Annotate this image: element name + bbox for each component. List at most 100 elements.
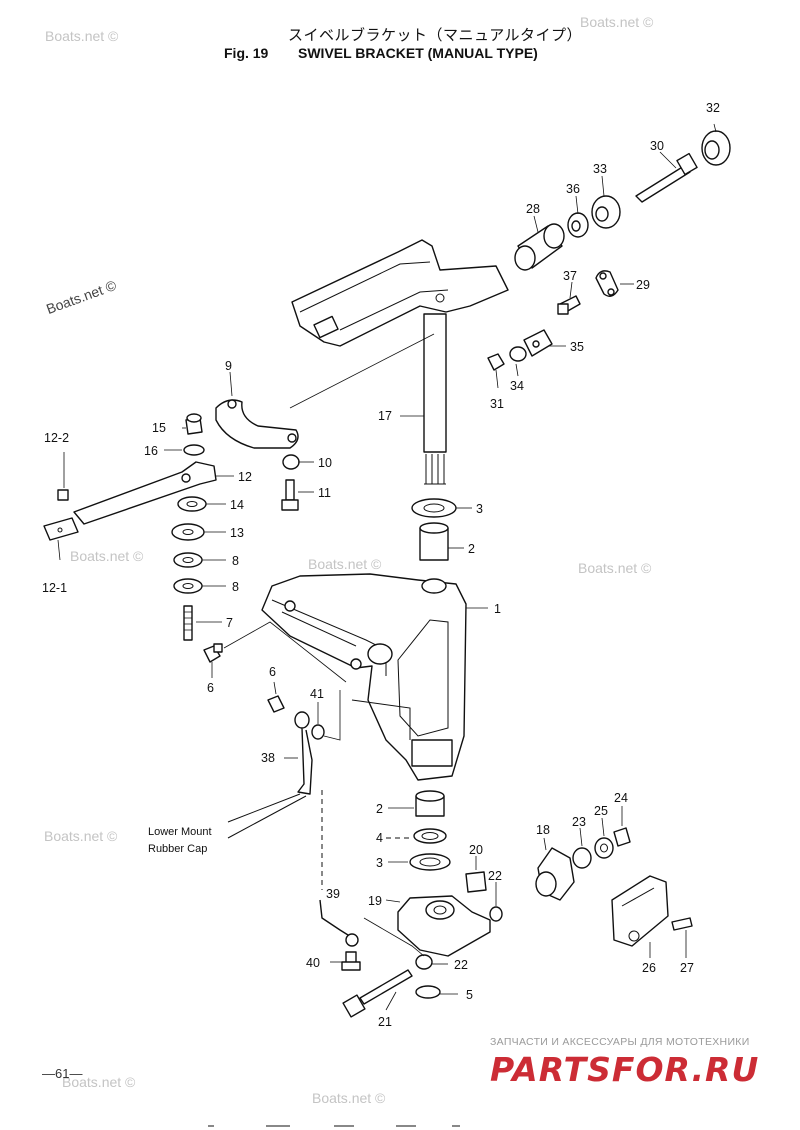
callout-35: 35	[570, 340, 584, 354]
watermark: Boats.net ©	[70, 548, 144, 564]
part-6-nipple-a	[203, 643, 223, 663]
part-19-bracket	[397, 895, 491, 957]
part-2-bushing-upper	[419, 522, 449, 561]
footer-tagline: ЗАПЧАСТИ И АКСЕССУАРЫ ДЛЯ МОТОТЕХНИКИ	[490, 1036, 750, 1048]
callout-41: 41	[310, 687, 324, 701]
part-13-plate	[171, 523, 205, 541]
callout-2-lower: 2	[376, 802, 383, 816]
callout-13: 13	[230, 526, 244, 540]
callout-7: 7	[226, 616, 233, 630]
watermark: Boats.net ©	[578, 560, 652, 576]
part-31-nut	[487, 353, 505, 371]
part-4-washer	[413, 828, 447, 844]
part-7-stud	[183, 605, 193, 641]
part-28-bushing	[514, 223, 565, 271]
part-12-1-pad	[43, 517, 79, 541]
watermark: Boats.net ©	[308, 556, 382, 572]
callout-10: 10	[318, 456, 332, 470]
watermark: Boats.net ©	[580, 14, 654, 30]
callout-20: 20	[469, 843, 483, 857]
watermark: Boats.net ©	[44, 828, 118, 844]
part-3-washer-upper	[411, 498, 457, 518]
callout-3-lower: 3	[376, 856, 383, 870]
callout-28: 28	[526, 202, 540, 216]
part-33-nut	[591, 195, 621, 229]
callout-6-a: 6	[207, 681, 214, 695]
callout-5: 5	[466, 988, 473, 1002]
part-14-washer	[177, 496, 207, 512]
callout-15: 15	[152, 421, 166, 435]
part-40-bolt	[341, 951, 361, 971]
callout-8-lower: 8	[232, 580, 239, 594]
part-36-washer	[567, 212, 589, 238]
callout-12-1: 12-1	[42, 581, 67, 595]
callout-26: 26	[642, 961, 656, 975]
callout-37: 37	[563, 269, 577, 283]
callout-9: 9	[225, 359, 232, 373]
callout-22-b: 22	[454, 958, 468, 972]
figure-number: Fig. 19	[224, 45, 269, 61]
callout-24: 24	[614, 791, 628, 805]
part-6-nipple-b	[267, 695, 285, 713]
leader-lines	[57, 123, 717, 1011]
callout-38: 38	[261, 751, 275, 765]
part-30-bolt	[635, 152, 698, 203]
callout-2-upper: 2	[468, 542, 475, 556]
part-11-bolt	[281, 479, 299, 511]
callout-36: 36	[566, 182, 580, 196]
callout-11: 11	[318, 486, 331, 500]
part-9-plate	[215, 399, 299, 449]
part-29-link	[595, 270, 619, 297]
watermark: Boats.net ©	[312, 1090, 386, 1106]
callout-14: 14	[230, 498, 244, 512]
callout-29: 29	[636, 278, 650, 292]
callout-32: 32	[706, 101, 720, 115]
part-18-mount	[535, 847, 575, 901]
part-26-cover	[611, 875, 669, 947]
part-10-collar	[282, 454, 300, 470]
callout-25: 25	[594, 804, 608, 818]
part-2-bushing-lower	[415, 790, 445, 817]
part-21-bolt	[342, 969, 413, 1018]
callout-39: 39	[326, 887, 340, 901]
callout-3-upper: 3	[476, 502, 483, 516]
part-3-washer-lower	[409, 853, 451, 871]
part-5-lockwasher	[415, 985, 441, 999]
caption-line-2: Rubber Cap	[148, 843, 208, 855]
figure-title: SWIVEL BRACKET (MANUAL TYPE)	[298, 45, 538, 61]
page-number: —61—	[42, 1066, 83, 1081]
watermark: Boats.net ©	[45, 28, 119, 44]
part-15-nut	[185, 413, 203, 435]
part-41-washer	[311, 724, 325, 740]
callout-6-b: 6	[269, 665, 276, 679]
callout-23: 23	[572, 815, 586, 829]
part-23-washer	[572, 847, 592, 869]
footer-logo[interactable]: PARTSFOR.RU	[490, 1050, 760, 1089]
part-8-washer-upper	[173, 552, 203, 568]
part-8-washer-lower	[173, 578, 203, 594]
callout-4: 4	[376, 831, 383, 845]
callout-1: 1	[494, 602, 501, 616]
callout-12: 12	[238, 470, 252, 484]
callout-34: 34	[510, 379, 524, 393]
callout-18: 18	[536, 823, 550, 837]
part-25-washer	[594, 837, 614, 859]
callout-31: 31	[490, 397, 504, 411]
part-12-lever	[73, 461, 217, 525]
callout-33: 33	[593, 162, 607, 176]
callout-labels: 32 30 33 36 28 37 29 35 34 31 9 17 15 16…	[42, 101, 720, 1029]
part-39-wire	[319, 899, 359, 947]
callout-19: 19	[368, 894, 382, 908]
callout-12-2: 12-2	[44, 431, 69, 445]
caption-lower-mount: Lower Mount Rubber Cap	[148, 824, 212, 858]
part-16-washer	[183, 444, 205, 456]
callout-21: 21	[378, 1015, 392, 1029]
steering-bracket	[291, 239, 509, 347]
part-24-nut	[613, 827, 631, 847]
callout-8-upper: 8	[232, 554, 239, 568]
part-17-shaft	[423, 313, 447, 485]
part-27-screw	[671, 917, 693, 931]
callout-17: 17	[378, 409, 392, 423]
